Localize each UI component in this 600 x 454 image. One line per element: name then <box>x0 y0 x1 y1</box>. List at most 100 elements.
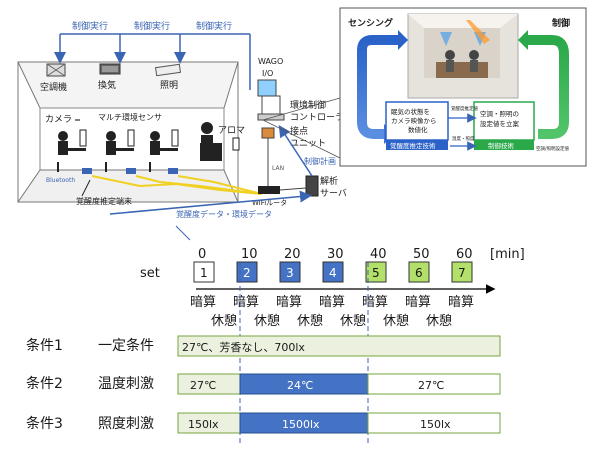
room-system-diagram: 制御実行 制御実行 制御実行 空調機 換気 照明 カメラ マルチ環境センサ アロ… <box>17 20 347 219</box>
set-box <box>236 261 258 283</box>
box1-line-3: 数値化 <box>408 125 428 134</box>
condition-3-type: 照度刺激 <box>98 415 154 432</box>
task-label: 暗算 <box>276 295 302 310</box>
sensing-label: センシング <box>348 17 393 29</box>
wifi-router-label: WiFiルータ <box>252 198 287 207</box>
condition-2-type: 温度刺激 <box>98 375 154 392</box>
condition-3-segment-3: 150lx <box>420 418 451 431</box>
set-box <box>451 261 473 283</box>
set-label: set <box>140 266 160 281</box>
condition-3-segment-1: 150lx <box>188 418 219 431</box>
server-icon <box>305 175 319 197</box>
control-exec-label-3: 制御実行 <box>196 20 232 32</box>
control-box <box>473 101 535 141</box>
control-exec-label-2: 制御実行 <box>134 20 170 32</box>
box1-line-1: 眠気の状態を <box>391 107 430 116</box>
tick-label: 0 <box>198 247 206 262</box>
worker-2-icon <box>105 129 135 172</box>
condition-2-name: 条件2 <box>26 375 63 392</box>
vent-label: 換気 <box>98 79 116 91</box>
set-box <box>193 261 215 283</box>
task-label: 暗算 <box>190 295 216 310</box>
task-label: 暗算 <box>233 295 259 310</box>
task-label: 暗算 <box>448 295 474 310</box>
task-labels: 暗算 暗算 暗算 暗算 暗算 暗算 暗算 <box>190 295 474 310</box>
sensor-unit-1 <box>82 168 92 174</box>
set-box <box>279 261 301 283</box>
control-plan-label: 制御計画 <box>304 156 336 166</box>
rest-label: 休憩 <box>426 313 452 329</box>
rest-label: 休憩 <box>383 313 409 329</box>
set-box <box>408 261 430 283</box>
contact-unit-label-2: ユニット <box>290 139 326 149</box>
box1-line-2: カメラ映像から <box>391 116 437 125</box>
condition-3: 条件3 照度刺激 150lx 1500lx 150lx <box>26 412 501 434</box>
wakefulness-box <box>385 101 449 141</box>
wifi-router-icon <box>258 186 280 194</box>
task-label: 暗算 <box>319 295 345 310</box>
tick-label: 10 <box>241 247 258 262</box>
env-controller-label-2: コントローラ <box>290 112 344 123</box>
contact-unit-icon <box>261 127 275 139</box>
bluetooth-label: Bluetooth <box>46 177 75 184</box>
control-exec-arrows: 制御実行 制御実行 制御実行 <box>54 20 251 90</box>
rest-label: 休憩 <box>340 313 366 329</box>
unit-label: [min] <box>490 247 525 262</box>
tick-label: 50 <box>413 247 430 262</box>
set-number: 1 <box>200 266 208 280</box>
control-label: 制御 <box>552 17 570 29</box>
task-label: 暗算 <box>362 295 388 310</box>
contact-unit-label-1: 接点 <box>290 125 308 137</box>
box2-line-1: 空調・照明の <box>480 109 519 118</box>
set-number: 4 <box>329 266 337 280</box>
condition-3-segment-2: 1500lx <box>282 418 320 431</box>
data-label: 覚醒度データ・環境データ <box>176 209 272 219</box>
control-exec-label-1: 制御実行 <box>72 20 108 32</box>
box1-caption: 覚醒度推定技術 <box>390 141 436 150</box>
rest-label: 休憩 <box>297 313 323 329</box>
condition-2: 条件2 温度刺激 27℃ 24℃ 27℃ <box>26 373 501 395</box>
server-label-1: 解析 <box>320 175 338 187</box>
set-box <box>322 261 344 283</box>
aroma-label: アロマ <box>218 126 245 136</box>
rest-labels: 休憩 休憩 休憩 休憩 休憩 休憩 <box>211 313 452 329</box>
set-number: 3 <box>286 266 294 280</box>
wago-label: WAGO <box>258 57 283 66</box>
task-label: 暗算 <box>405 295 431 310</box>
condition-1-type: 一定条件 <box>98 337 154 354</box>
small-label-c: 空調/照明設定値 <box>536 145 570 152</box>
condition-2-segment-3: 27℃ <box>418 379 444 392</box>
camera-label: カメラ <box>45 114 72 125</box>
concept-inset-panel: センシング 制御 眠気の状態を カメラ映像から 数値化 覚醒度推定技術 空調・照… <box>262 7 587 167</box>
small-label-a: 覚醒度推定値 <box>451 105 478 112</box>
ceiling-light-icon <box>154 63 182 77</box>
env-controller-label-1: 環境制御 <box>290 99 326 111</box>
set-number: 6 <box>415 266 423 280</box>
multi-sensor-label: マルチ環境センサ <box>98 112 162 122</box>
condition-3-name: 条件3 <box>26 415 63 432</box>
tick-label: 30 <box>327 247 344 262</box>
condition-2-segment-2: 24℃ <box>287 379 313 392</box>
ac-unit-icon <box>46 63 66 77</box>
small-label-b: 温度・照度 <box>452 135 475 142</box>
tick-label: 20 <box>284 247 301 262</box>
io-module-icon <box>257 79 277 97</box>
rest-label: 休憩 <box>254 313 280 329</box>
sensor-unit-2 <box>126 168 136 174</box>
set-number: 2 <box>243 266 251 280</box>
sensor-unit-3 <box>168 168 178 174</box>
lan-label: LAN <box>272 165 284 172</box>
set-number: 5 <box>372 266 380 280</box>
ac-label: 空調機 <box>40 81 67 93</box>
rest-label: 休憩 <box>211 313 237 329</box>
server-label-2: サーバ <box>320 188 347 199</box>
worker-1-icon <box>57 129 87 172</box>
condition-1: 条件1 一定条件 27℃、芳香なし、700lx <box>26 335 501 357</box>
condition-1-segment: 27℃、芳香なし、700lx <box>182 340 305 354</box>
worker-3-icon <box>149 129 179 172</box>
controller-pc-icon <box>261 95 281 115</box>
